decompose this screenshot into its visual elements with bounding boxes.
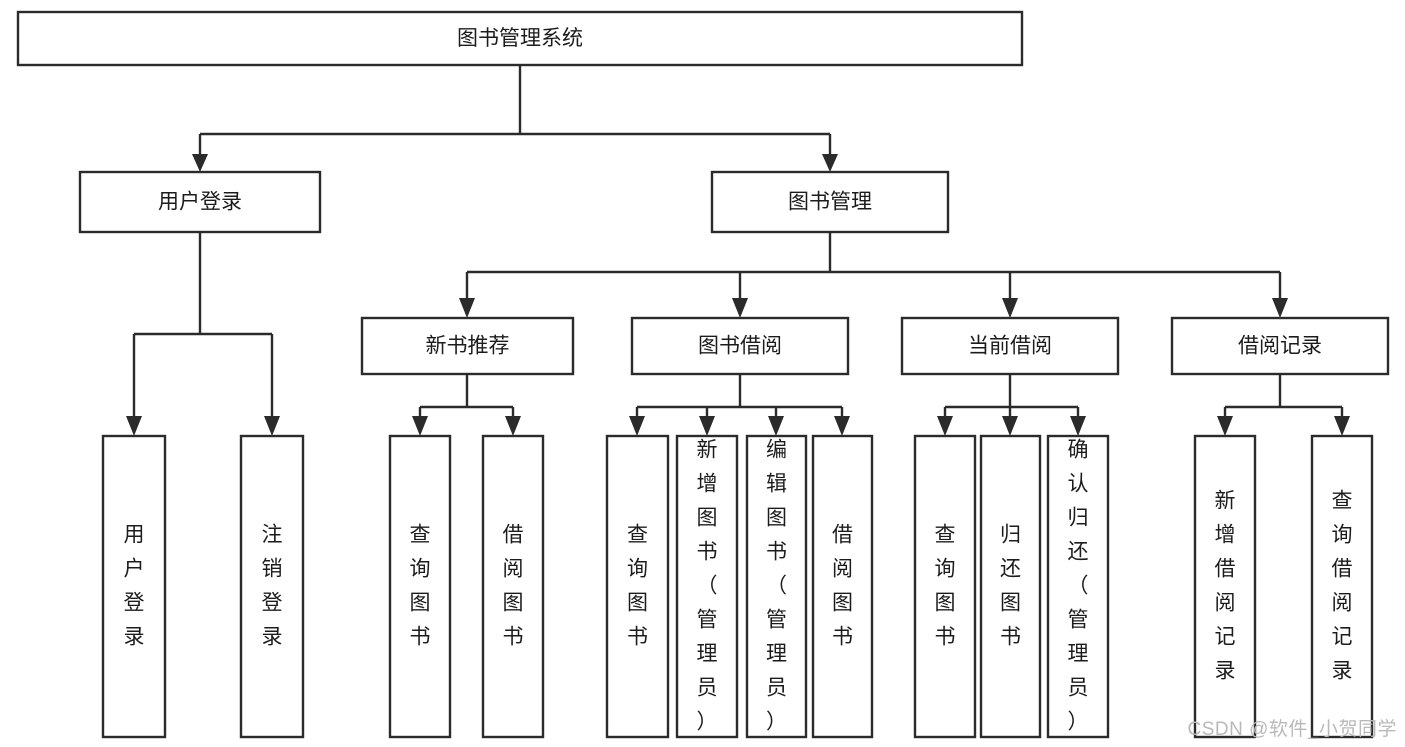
node-new-book-recommend[interactable]: 新书推荐 [360, 316, 575, 376]
arrow-to-leaf-add-book-admin [699, 416, 715, 436]
node-leaf-query-borrow-record[interactable]: 查询借阅记录 [1310, 434, 1374, 739]
node-leaf-edit-book-admin[interactable]: 编辑图书（管理员） [745, 434, 808, 739]
node-label-book-manage: 图书管理 [788, 191, 872, 214]
node-box-leaf-user-logout[interactable] [239, 434, 305, 739]
node-leaf-query-book-2[interactable]: 查询图书 [605, 434, 670, 739]
arrow-to-leaf-add-borrow-record [1217, 416, 1233, 436]
node-box-borrow-record[interactable] [1170, 316, 1390, 376]
node-box-leaf-query-book-1[interactable] [388, 434, 452, 739]
node-leaf-add-book-admin[interactable]: 新增图书（管理员） [675, 434, 739, 739]
node-box-leaf-return-book[interactable] [979, 434, 1042, 739]
node-user-login[interactable]: 用户登录 [78, 170, 322, 234]
node-label-current-borrow: 当前借阅 [968, 335, 1052, 358]
node-box-leaf-borrow-book-2[interactable] [811, 434, 874, 739]
arrow-to-leaf-query-book-1 [412, 416, 428, 436]
node-leaf-user-login[interactable]: 用户登录 [101, 434, 167, 739]
node-label-borrow-record: 借阅记录 [1238, 335, 1322, 358]
node-leaf-return-book[interactable]: 归还图书 [979, 434, 1042, 739]
node-label-leaf-query-book-1: 查询图书 [410, 523, 431, 648]
node-current-borrow[interactable]: 当前借阅 [900, 316, 1120, 376]
root-node[interactable]: 图书管理系统 [16, 10, 1024, 67]
connectors-currentborrow-to-leaves [937, 374, 1086, 436]
node-label-leaf-query-book-2: 查询图书 [627, 523, 648, 648]
node-label-leaf-return-book: 归还图书 [1000, 523, 1021, 648]
node-box-leaf-edit-book-admin[interactable] [745, 434, 808, 739]
level3-nodes: 新书推荐 图书借阅 当前借阅 借阅记录 [360, 316, 1390, 376]
node-label-leaf-borrow-book-1: 借阅图书 [503, 523, 524, 648]
node-label-leaf-query-book-3: 查询图书 [935, 523, 956, 648]
arrow-to-book-borrow [732, 298, 748, 318]
arrow-to-leaf-user-logout [264, 416, 280, 436]
node-label-leaf-query-borrow-record: 查询借阅记录 [1332, 489, 1353, 682]
node-book-manage[interactable]: 图书管理 [710, 170, 950, 234]
node-box-leaf-add-book-admin[interactable] [675, 434, 739, 739]
node-box-root[interactable] [16, 10, 1024, 67]
node-leaf-confirm-return-admin[interactable]: 确认归还（管理员） [1046, 434, 1110, 739]
arrow-to-leaf-query-book-3 [937, 416, 953, 436]
arrow-to-leaf-query-book-2 [629, 416, 645, 436]
node-box-leaf-borrow-book-1[interactable] [481, 434, 545, 739]
connectors-bookborrow-to-leaves [629, 374, 850, 436]
node-leaf-borrow-book-1[interactable]: 借阅图书 [481, 434, 545, 739]
leaf-nodes: 用户登录 注销登录 查询图书 借阅图书 查询图书 新增图书（管理员） 编辑图书（管理员） 借阅… [101, 434, 1374, 739]
node-box-current-borrow[interactable] [900, 316, 1120, 376]
node-label-new-book-recommend: 新书推荐 [426, 335, 510, 358]
arrow-to-borrow-record [1272, 298, 1288, 318]
connectors-root-to-level2 [192, 65, 838, 172]
node-label-leaf-add-book-admin: 新增图书（管理员） [697, 438, 718, 733]
node-label-leaf-confirm-return-admin: 确认归还（管理员） [1068, 438, 1089, 733]
node-leaf-add-borrow-record[interactable]: 新增借阅记录 [1193, 434, 1257, 739]
node-box-user-login[interactable] [78, 170, 322, 234]
arrow-to-leaf-confirm-return-admin [1070, 416, 1086, 436]
arrow-to-leaf-borrow-book-2 [834, 416, 850, 436]
node-label-leaf-add-borrow-record: 新增借阅记录 [1215, 489, 1236, 682]
node-leaf-query-book-1[interactable]: 查询图书 [388, 434, 452, 739]
node-box-leaf-query-book-3[interactable] [913, 434, 977, 739]
node-box-leaf-confirm-return-admin[interactable] [1046, 434, 1110, 739]
node-box-leaf-user-login[interactable] [101, 434, 167, 739]
node-borrow-record[interactable]: 借阅记录 [1170, 316, 1390, 376]
connectors-borrowrecord-to-leaves [1217, 374, 1350, 436]
node-box-leaf-add-borrow-record[interactable] [1193, 434, 1257, 739]
node-label-root: 图书管理系统 [457, 27, 583, 50]
node-root[interactable]: 图书管理系统 [16, 10, 1024, 67]
arrow-to-book-manage [822, 154, 838, 172]
node-leaf-user-logout[interactable]: 注销登录 [239, 434, 305, 739]
node-box-leaf-query-book-2[interactable] [605, 434, 670, 739]
arrow-to-user-login [192, 154, 208, 172]
node-leaf-borrow-book-2[interactable]: 借阅图书 [811, 434, 874, 739]
node-label-book-borrow: 图书借阅 [698, 335, 782, 358]
connectors-userlogin-to-leaves [126, 232, 280, 436]
node-book-borrow[interactable]: 图书借阅 [630, 316, 850, 376]
connectors-bookmanage-to-level3 [459, 232, 1288, 318]
node-box-book-borrow[interactable] [630, 316, 850, 376]
arrow-to-current-borrow [1002, 298, 1018, 318]
arrow-to-new-book-recommend [459, 298, 475, 318]
node-label-user-login: 用户登录 [158, 191, 242, 214]
node-box-book-manage[interactable] [710, 170, 950, 234]
connectors-newbook-to-leaves [412, 374, 521, 436]
node-box-new-book-recommend[interactable] [360, 316, 575, 376]
node-label-leaf-user-login: 用户登录 [124, 523, 145, 648]
node-box-leaf-query-borrow-record[interactable] [1310, 434, 1374, 739]
level2-nodes: 用户登录 图书管理 [78, 170, 950, 234]
arrow-to-leaf-edit-book-admin [768, 416, 784, 436]
arrow-to-leaf-query-borrow-record [1334, 416, 1350, 436]
node-label-leaf-borrow-book-2: 借阅图书 [832, 523, 853, 648]
arrow-to-leaf-return-book [1002, 416, 1018, 436]
node-leaf-query-book-3[interactable]: 查询图书 [913, 434, 977, 739]
node-label-leaf-user-logout: 注销登录 [262, 523, 283, 648]
arrow-to-leaf-user-login [126, 416, 142, 436]
arrow-to-leaf-borrow-book-1 [505, 416, 521, 436]
node-label-leaf-edit-book-admin: 编辑图书（管理员） [766, 438, 787, 733]
